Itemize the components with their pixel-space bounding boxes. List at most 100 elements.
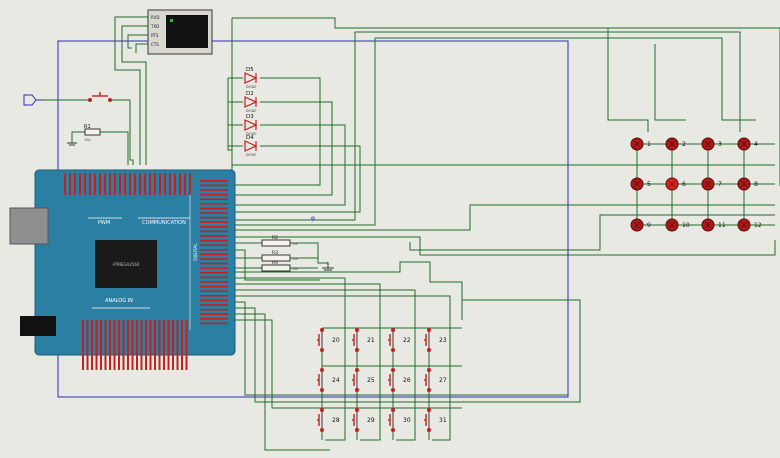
board-pin bbox=[154, 173, 156, 195]
push-button[interactable]: 27 bbox=[424, 368, 447, 392]
board-pin bbox=[149, 320, 152, 370]
board-pin bbox=[114, 173, 116, 195]
lamp-label: 8 bbox=[754, 181, 758, 188]
button-contact bbox=[427, 368, 431, 372]
board-pin bbox=[104, 173, 106, 195]
lamp: 2 bbox=[665, 137, 686, 151]
button-contact bbox=[427, 348, 431, 352]
push-button[interactable]: 29 bbox=[352, 408, 375, 432]
lamp: 4 bbox=[737, 137, 758, 151]
probe-marker: φ bbox=[311, 215, 315, 222]
push-button[interactable]: 26 bbox=[388, 368, 411, 392]
board-pin bbox=[200, 221, 228, 223]
terminal-pin-cts: CTS bbox=[151, 42, 159, 47]
board-chip-label: ATMEGA2560 bbox=[113, 262, 140, 267]
resistor-r1-value: 10k bbox=[84, 138, 91, 142]
board-pin bbox=[200, 235, 228, 237]
board-pin bbox=[163, 320, 165, 370]
board-pin bbox=[122, 320, 125, 370]
terminal-pin-txd: TXD bbox=[150, 24, 159, 29]
board-pin bbox=[200, 258, 228, 260]
button-contact bbox=[355, 408, 359, 412]
board-pin bbox=[200, 198, 228, 200]
board-pin bbox=[113, 320, 116, 370]
board-pin bbox=[200, 295, 228, 297]
lamp-label: 7 bbox=[718, 181, 722, 188]
board-comm-label: COMMUNICATION bbox=[142, 220, 186, 226]
board-pin bbox=[129, 173, 131, 195]
board-pin bbox=[79, 173, 81, 195]
resistor-value: 10k bbox=[292, 267, 298, 271]
board-pin bbox=[119, 173, 121, 195]
button-label: 22 bbox=[403, 337, 411, 344]
virtual-terminal[interactable]: RXD TXD RTS CTS bbox=[147, 9, 213, 55]
input-switch[interactable] bbox=[23, 92, 112, 106]
board-pin bbox=[200, 180, 228, 182]
push-button[interactable]: 20 bbox=[317, 328, 340, 352]
board-pin bbox=[118, 320, 120, 370]
board-pin bbox=[149, 173, 151, 195]
button-contact bbox=[355, 388, 359, 392]
lamp-label: 9 bbox=[647, 222, 651, 229]
board-pin bbox=[109, 173, 111, 195]
board-pin bbox=[200, 226, 228, 228]
board-pin bbox=[127, 320, 129, 370]
board-pin bbox=[200, 308, 228, 311]
lamp: 12 bbox=[737, 218, 762, 232]
board-pin bbox=[136, 320, 138, 370]
resistor-name: R2 bbox=[272, 235, 278, 241]
wires bbox=[40, 16, 780, 451]
board-pin bbox=[200, 207, 228, 210]
board-pin bbox=[167, 320, 170, 370]
board-pin bbox=[154, 320, 156, 370]
button-label: 21 bbox=[367, 337, 375, 344]
board-pwm-label: PWM bbox=[98, 220, 110, 226]
lamp-label: 6 bbox=[682, 181, 686, 188]
board-pin bbox=[94, 173, 96, 195]
board-pin bbox=[200, 322, 228, 325]
push-button[interactable]: 21 bbox=[352, 328, 375, 352]
push-button[interactable]: 25 bbox=[352, 368, 375, 392]
button-contact bbox=[355, 428, 359, 432]
board-pin bbox=[185, 320, 188, 370]
board-pin bbox=[140, 320, 143, 370]
lamp-label: 12 bbox=[754, 222, 762, 229]
push-button[interactable]: 24 bbox=[317, 368, 340, 392]
ground-symbol bbox=[322, 262, 334, 271]
board-pin bbox=[124, 173, 126, 195]
board-pin bbox=[200, 299, 228, 302]
board-pin bbox=[200, 184, 228, 187]
push-button[interactable]: 30 bbox=[388, 408, 411, 432]
diode-name: D3 bbox=[246, 114, 254, 120]
diode-name: D5 bbox=[246, 67, 254, 73]
lamp: 8 bbox=[737, 177, 758, 191]
diode-type: DIODE bbox=[246, 153, 256, 157]
push-button[interactable]: 22 bbox=[388, 328, 411, 352]
button-label: 27 bbox=[439, 377, 447, 384]
button-contact bbox=[427, 328, 431, 332]
resistor-body bbox=[261, 254, 291, 262]
board-pin bbox=[200, 281, 228, 283]
board-pin bbox=[200, 290, 228, 292]
push-button[interactable]: 28 bbox=[317, 408, 340, 432]
board-pin bbox=[200, 262, 228, 265]
resistor-r1: R1 10k bbox=[67, 124, 101, 146]
push-button[interactable]: 23 bbox=[424, 328, 447, 352]
diode-type: DIODE bbox=[246, 109, 256, 113]
board-pin bbox=[109, 320, 111, 370]
board-pin bbox=[200, 267, 228, 269]
button-label: 31 bbox=[439, 417, 447, 424]
lamp: 3 bbox=[701, 137, 722, 151]
lamp: 5 bbox=[630, 177, 651, 191]
board-pin bbox=[74, 173, 76, 195]
board-pin bbox=[189, 173, 191, 195]
lamp-label: 3 bbox=[718, 141, 722, 148]
push-button[interactable]: 31 bbox=[424, 408, 447, 432]
button-contact bbox=[427, 428, 431, 432]
board-digital-label: DIGITAL bbox=[193, 243, 199, 261]
button-label: 30 bbox=[403, 417, 411, 424]
arduino-mega-board: ATMEGA2560 PWM COMMUNICATION ANALOG IN D… bbox=[9, 169, 236, 370]
